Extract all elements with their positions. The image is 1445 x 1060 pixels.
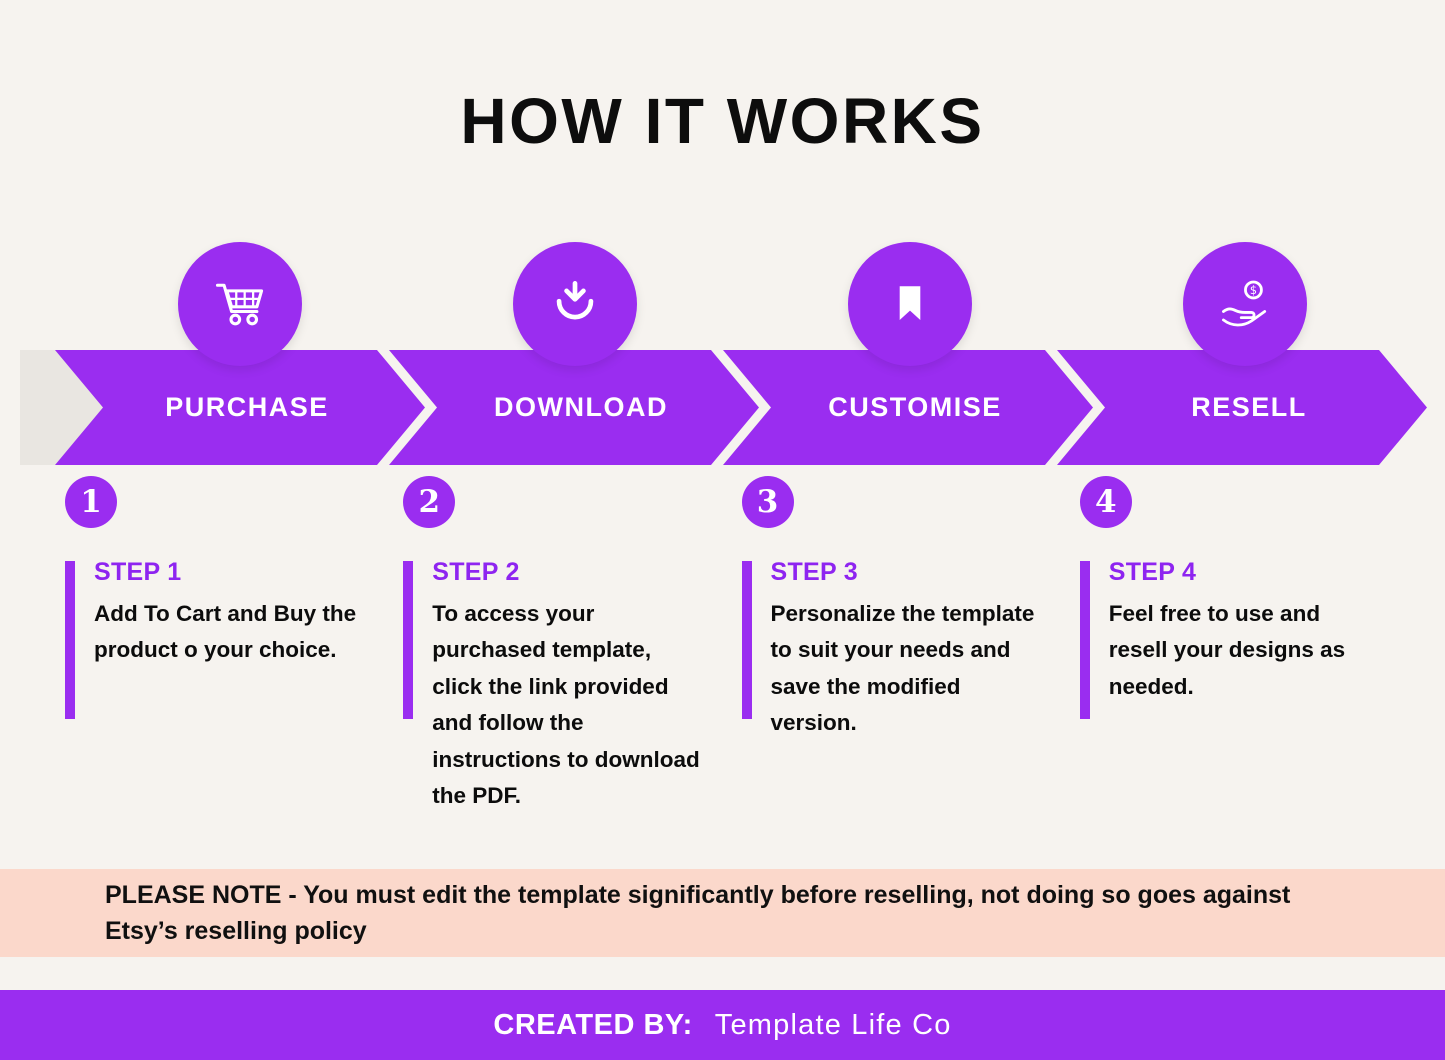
step-number-badge-1: 1 <box>65 476 117 528</box>
arrow-label-customise: CUSTOMISE <box>828 392 1002 422</box>
step-heading-3: STEP 3 <box>770 558 858 586</box>
step-description-2: To access your purchased template, click… <box>432 601 700 809</box>
step-heading-1: STEP 1 <box>94 558 182 586</box>
arrow-customise: CUSTOMISE <box>723 350 1093 465</box>
footer-bar: CREATED BY: Template Life Co <box>0 990 1445 1060</box>
step-heading-2: STEP 2 <box>432 558 520 586</box>
step-description-1: Add To Cart and Buy the product o your c… <box>94 601 357 663</box>
step-block-1: STEP 1 Add To Cart and Buy the product o… <box>65 558 365 719</box>
arrow-resell: RESELL <box>1057 350 1427 465</box>
step-description-3: Personalize the template to suit your ne… <box>770 601 1035 736</box>
step-number-badge-4: 4 <box>1079 476 1132 528</box>
arrow-row: PURCHASE DOWNLOAD CUSTOMISE RESELL <box>55 350 1427 465</box>
icon-circle-purchase <box>178 242 302 366</box>
step-column-2: 2 STEP 2 To access your purchased templa… <box>403 476 703 815</box>
icon-circle-download <box>513 242 637 366</box>
icon-circle-resell: $ <box>1183 242 1307 366</box>
hand-coin-icon: $ <box>1222 280 1267 327</box>
page-title: HOW IT WORKS <box>460 85 985 157</box>
step-column-1: 1 STEP 1 Add To Cart and Buy the product… <box>65 476 365 815</box>
arrow-purchase: PURCHASE <box>55 350 425 465</box>
step-description-4: Feel free to use and resell your designs… <box>1108 601 1346 699</box>
arrow-label-resell: RESELL <box>1191 392 1307 422</box>
step-block-2: STEP 2 To access your purchased template… <box>403 558 703 815</box>
svg-text:$: $ <box>1250 284 1257 297</box>
icon-circle-customise <box>848 242 972 366</box>
note-label: PLEASE NOTE <box>105 880 282 909</box>
download-icon <box>556 281 594 320</box>
cart-icon <box>215 283 264 326</box>
note-text: - You must edit the template significant… <box>105 880 1291 946</box>
footer-brand: Template Life Co <box>714 1008 952 1041</box>
arrow-label-download: DOWNLOAD <box>494 392 668 422</box>
arrow-label-purchase: PURCHASE <box>165 392 329 422</box>
footer-label: CREATED BY: <box>493 1008 693 1041</box>
step-number-badge-2: 2 <box>403 476 456 528</box>
process-arrow-band: PURCHASE DOWNLOAD CUSTOMISE RESELL <box>0 242 1445 465</box>
step-column-3: 3 STEP 3 Personalize the template to sui… <box>741 476 1042 815</box>
step-number-badge-3: 3 <box>741 476 794 528</box>
step-columns: 1 STEP 1 Add To Cart and Buy the product… <box>65 476 1380 815</box>
bookmark-icon <box>899 286 921 320</box>
step-heading-4: STEP 4 <box>1108 558 1197 586</box>
step-column-4: 4 STEP 4 Feel free to use and resell you… <box>1079 476 1380 815</box>
arrow-download: DOWNLOAD <box>389 350 759 465</box>
note-banner: PLEASE NOTE - You must edit the template… <box>0 869 1445 957</box>
step-block-3: STEP 3 Personalize the template to suit … <box>741 558 1042 742</box>
step-block-4: STEP 4 Feel free to use and resell your … <box>1079 558 1380 720</box>
note-text-block: PLEASE NOTE - You must edit the template… <box>0 877 1445 950</box>
